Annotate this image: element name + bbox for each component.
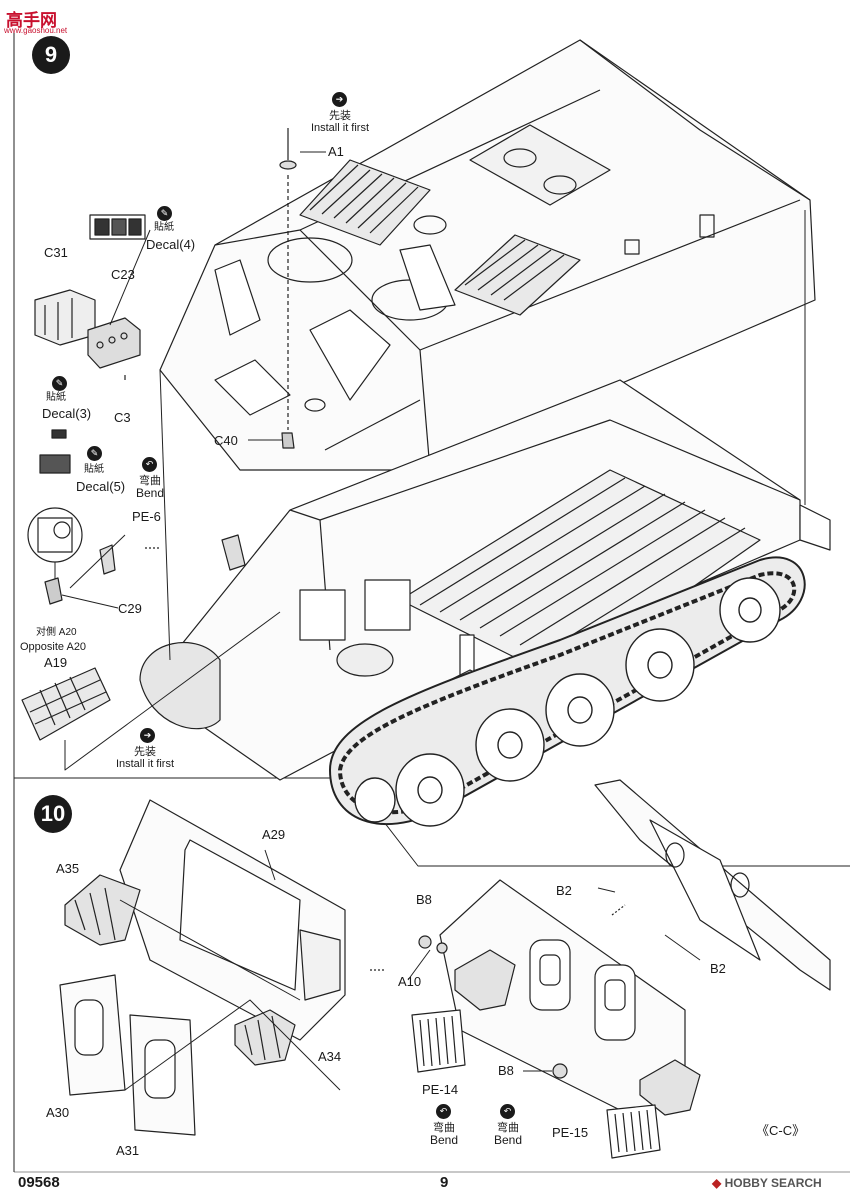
rear-door-panel-drawing <box>119 799 346 1041</box>
part-c31-label: C31 <box>44 245 68 260</box>
part-a35-label: A35 <box>56 861 80 876</box>
decal3-label: Decal(3) <box>42 406 92 421</box>
decal4-cn: 貼紙 <box>154 222 174 233</box>
decal5-label: Decal(5) <box>76 479 126 494</box>
bend-right-cn: 弯曲 <box>497 1122 519 1134</box>
a10-step-drawing <box>454 949 516 1011</box>
part-a30-label: A30 <box>46 1105 70 1120</box>
install-note-bottom-en: Install it first <box>115 758 175 770</box>
decal4-label: Decal(4) <box>146 237 196 252</box>
c31-part-drawing <box>34 289 96 346</box>
part-a29-label: A29 <box>262 827 286 842</box>
pe14-drawing <box>411 1009 466 1073</box>
install-note-top-en: Install it first <box>310 122 370 134</box>
bend-note-step9: 弯曲 Bend <box>128 475 172 499</box>
arrow-circle-icon: ➔ <box>332 92 347 107</box>
part-c40-label: C40 <box>214 433 238 448</box>
a35-step-drawing <box>64 874 141 946</box>
step-9-badge: 9 <box>32 36 70 74</box>
bend-icon: ↶ <box>436 1104 451 1119</box>
bend-right-en: Bend <box>493 1133 523 1147</box>
part-a10-label: A10 <box>398 974 422 989</box>
opposite-a20-cn: 对側 A20 <box>36 627 77 638</box>
part-a1-label: A1 <box>328 144 344 159</box>
a30-door-drawing <box>59 974 126 1096</box>
product-code: 09568 <box>18 1174 60 1191</box>
install-note-bottom-cn: 先装 <box>134 746 156 758</box>
part-a34-label: A34 <box>318 1049 342 1064</box>
install-note-top: 先装 Install it first <box>300 110 380 134</box>
hull-rear-drawing <box>439 879 686 1121</box>
part-pe15-label: PE-15 <box>552 1125 589 1140</box>
bend-left-en: Bend <box>429 1133 459 1147</box>
site-watermark: ◆ HOBBY SEARCH <box>712 1176 822 1190</box>
arrow-circle-icon: ➔ <box>140 728 155 743</box>
a34-step-drawing <box>234 1009 296 1066</box>
rear-plate-drawing <box>594 779 831 991</box>
part-c3-label: C3 <box>114 410 131 425</box>
c23-part-drawing <box>87 317 141 369</box>
part-a19-label: A19 <box>44 655 68 670</box>
a19-grill-drawing <box>21 667 111 741</box>
part-b2-bottom-label: B2 <box>710 961 726 976</box>
bend-cn: 弯曲 <box>139 475 161 487</box>
part-b8-top-label: B8 <box>416 892 432 907</box>
hull-top-drawing <box>159 39 816 471</box>
bend-icon: ↶ <box>142 457 157 472</box>
page-number: 9 <box>440 1174 449 1191</box>
hobby-search-logo-icon: ◆ <box>712 1176 722 1190</box>
site-watermark-text: HOBBY SEARCH <box>724 1176 822 1190</box>
part-pe6-label: PE-6 <box>132 509 161 524</box>
install-note-top-cn: 先装 <box>329 110 351 122</box>
part-c29-label: C29 <box>118 601 142 616</box>
pe15-drawing <box>606 1104 661 1159</box>
part-b2-top-label: B2 <box>556 883 572 898</box>
decal-icon: ✎ <box>157 206 172 221</box>
bend-note-left: 弯曲 Bend <box>422 1122 466 1146</box>
bend-icon: ↶ <box>500 1104 515 1119</box>
a31-door-drawing <box>129 1014 196 1136</box>
part-pe14-label: PE-14 <box>422 1082 459 1097</box>
decal-icon: ✎ <box>87 446 102 461</box>
decal3-cn: 貼紙 <box>46 392 66 403</box>
opposite-a20-label: Opposite A20 <box>20 641 87 653</box>
bend-en: Bend <box>135 486 165 500</box>
watermark-url: www.gaoshou.net <box>4 26 68 35</box>
bend-note-right: 弯曲 Bend <box>486 1122 530 1146</box>
watermark-title: 高手网 <box>6 11 57 30</box>
step-10-badge: 10 <box>34 795 72 833</box>
install-note-bottom: 先装 Install it first <box>100 746 190 770</box>
part-c23-label: C23 <box>111 267 135 282</box>
part-a31-label: A31 <box>116 1143 140 1158</box>
chassis-drawing <box>139 210 831 827</box>
bend-left-cn: 弯曲 <box>433 1122 455 1134</box>
decal-icon: ✎ <box>52 376 67 391</box>
decal5-cn: 貼紙 <box>84 464 104 475</box>
part-b8-bottom-label: B8 <box>498 1063 514 1078</box>
color-code-label: 《C-C》 <box>756 1123 806 1138</box>
